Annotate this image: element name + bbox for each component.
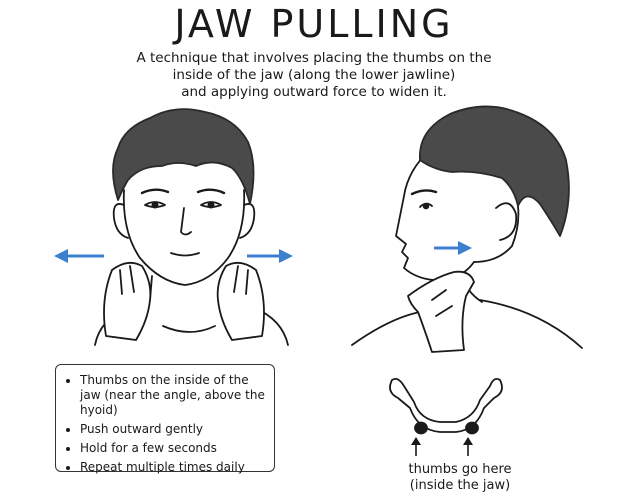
right-arrow-icon [247,249,293,263]
front-view-figure [94,108,289,346]
caption-line: (inside the jaw) [409,478,511,493]
right-arrow-icon [434,241,472,255]
jaw-caption: thumbs go here (inside the jaw) [380,462,540,494]
subtitle: A technique that involves placing the th… [110,50,518,101]
subtitle-line: inside of the jaw (along the lower jawli… [172,67,456,83]
up-arrow-icon [463,437,473,456]
tip-item: Thumbs on the inside of the jaw (near th… [80,373,266,418]
tips-box: Thumbs on the inside of the jaw (near th… [55,364,275,475]
up-arrow-icon [411,437,421,456]
tips-list: Thumbs on the inside of the jaw (near th… [66,373,266,475]
tip-item: Push outward gently [80,422,266,437]
tip-item: Repeat multiple times daily [80,460,266,475]
jaw-diagram [389,377,503,435]
caption-line: thumbs go here [408,462,512,477]
page-title: JAW PULLING [174,2,454,46]
tip-item: Hold for a few seconds [80,441,266,456]
left-arrow-icon [54,249,104,263]
subtitle-line: and applying outward force to widen it. [181,84,447,100]
subtitle-line: A technique that involves placing the th… [136,50,492,66]
side-view-figure [351,105,583,353]
